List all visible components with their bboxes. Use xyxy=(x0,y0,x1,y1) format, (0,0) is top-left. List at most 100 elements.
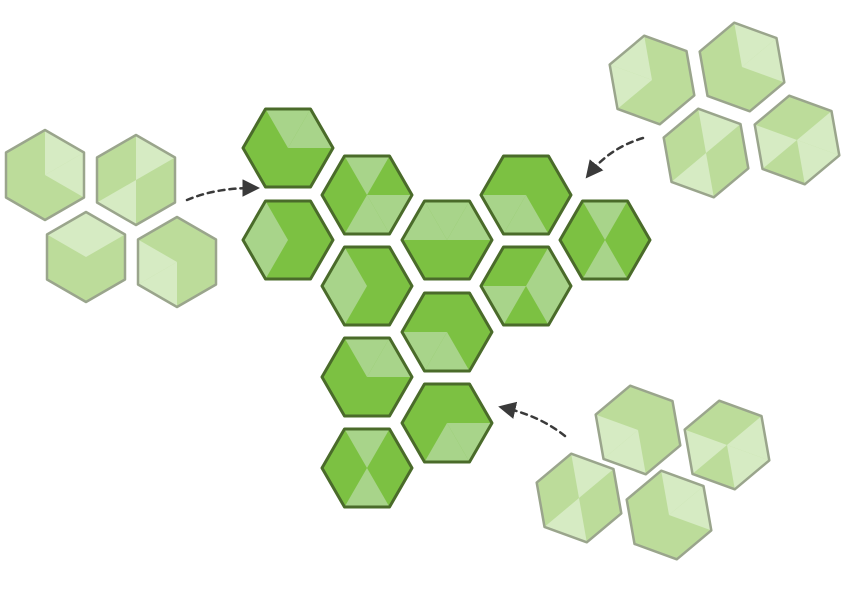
hex-facet xyxy=(698,108,741,153)
loose-groups xyxy=(4,21,841,561)
loose-hex-tile xyxy=(608,34,696,126)
loose-hex-tile xyxy=(95,133,177,227)
hex-outline xyxy=(400,199,494,281)
hex-facet xyxy=(367,195,412,234)
hex-facet xyxy=(609,64,652,109)
hex-facet xyxy=(243,201,288,240)
hex-facet xyxy=(424,332,470,371)
hex-outline xyxy=(608,34,696,126)
arrow-group-top-right xyxy=(585,136,645,179)
hex-facet xyxy=(447,201,492,240)
loose-hex-tile xyxy=(4,128,86,222)
loose-hex-tile xyxy=(45,210,127,304)
hex-facet xyxy=(344,195,390,234)
assembled-cluster xyxy=(241,107,652,509)
hex-facet xyxy=(582,201,628,240)
arrow-group-bottom-right xyxy=(498,401,567,438)
loose-hex-tile xyxy=(698,21,786,113)
hex-outline xyxy=(241,199,335,281)
hex-facet xyxy=(544,498,587,543)
hex-facet xyxy=(45,152,84,198)
hex-facet xyxy=(684,429,727,474)
hex-facet xyxy=(447,423,492,462)
hex-facet xyxy=(47,212,86,257)
assembled-hex-tile xyxy=(320,336,414,418)
hex-outline xyxy=(479,154,573,236)
hex-outline xyxy=(479,245,573,327)
hex-outline xyxy=(594,384,682,476)
hex-facet xyxy=(481,195,526,234)
loose-hex-tile xyxy=(683,399,771,491)
group-top-right xyxy=(608,21,841,199)
hex-facet xyxy=(136,135,175,180)
assembled-hex-tile xyxy=(241,199,335,281)
loose-hex-tile xyxy=(136,215,218,309)
hex-facet xyxy=(344,468,390,507)
hex-facet xyxy=(367,338,412,377)
hex-facet xyxy=(526,286,571,325)
assembled-hex-tile xyxy=(558,199,652,281)
hex-facet xyxy=(322,247,367,286)
hex-facet xyxy=(344,156,390,195)
hex-facet xyxy=(243,240,288,279)
assembled-hex-tile xyxy=(400,382,494,464)
hex-facet xyxy=(424,201,470,240)
hex-facet xyxy=(97,180,136,225)
hex-facet xyxy=(727,445,770,490)
group-bottom-right xyxy=(535,384,771,561)
hex-facet xyxy=(727,416,770,461)
loose-hex-tile xyxy=(753,94,841,186)
assembled-hex-tile xyxy=(479,245,573,327)
hex-outline xyxy=(558,199,652,281)
hex-outline xyxy=(95,133,177,227)
arrows xyxy=(185,136,645,438)
hex-facet xyxy=(526,247,571,286)
hex-facet xyxy=(609,35,652,80)
hex-outline xyxy=(683,399,771,491)
hex-facet xyxy=(45,130,84,175)
hex-outline xyxy=(4,128,86,222)
assembled-hex-tile xyxy=(241,107,335,189)
hex-facet xyxy=(603,430,646,475)
hex-outline xyxy=(400,291,494,373)
hex-outline xyxy=(753,94,841,186)
hex-facet xyxy=(481,286,526,325)
hex-facet xyxy=(754,124,797,169)
hex-outline xyxy=(320,154,414,236)
assembled-hex-tile xyxy=(320,154,414,236)
hex-outline xyxy=(662,107,750,199)
hex-facet xyxy=(734,22,777,67)
hex-outline xyxy=(241,107,335,189)
assembled-hex-tile xyxy=(479,154,573,236)
loose-hex-tile xyxy=(594,384,682,476)
hex-facet xyxy=(344,338,390,377)
hex-outline xyxy=(535,452,623,544)
hex-facet xyxy=(138,239,177,285)
hex-outline xyxy=(320,427,414,509)
group-left xyxy=(4,128,218,309)
hex-facet xyxy=(402,201,447,240)
assembled-hex-tile xyxy=(320,245,414,327)
hex-facet xyxy=(797,140,840,185)
hex-facet xyxy=(424,423,470,462)
hex-facet xyxy=(322,286,367,325)
hex-facet xyxy=(595,414,638,459)
hex-facet xyxy=(571,453,614,498)
hex-facet xyxy=(86,212,125,257)
hex-facet xyxy=(288,109,333,148)
assembled-hex-tile xyxy=(400,291,494,373)
hex-outline xyxy=(400,382,494,464)
hex-outline xyxy=(45,210,127,304)
hex-facet xyxy=(402,332,447,371)
hex-facet xyxy=(344,429,390,468)
loose-hex-tile xyxy=(625,469,713,561)
loose-hex-tile xyxy=(535,452,623,544)
hex-outline xyxy=(136,215,218,309)
hex-facet xyxy=(671,153,714,198)
assembled-hex-tile xyxy=(320,427,414,509)
hex-facet xyxy=(742,38,785,83)
hex-outline xyxy=(320,336,414,418)
hex-facet xyxy=(582,240,628,279)
hex-facet xyxy=(797,111,840,156)
